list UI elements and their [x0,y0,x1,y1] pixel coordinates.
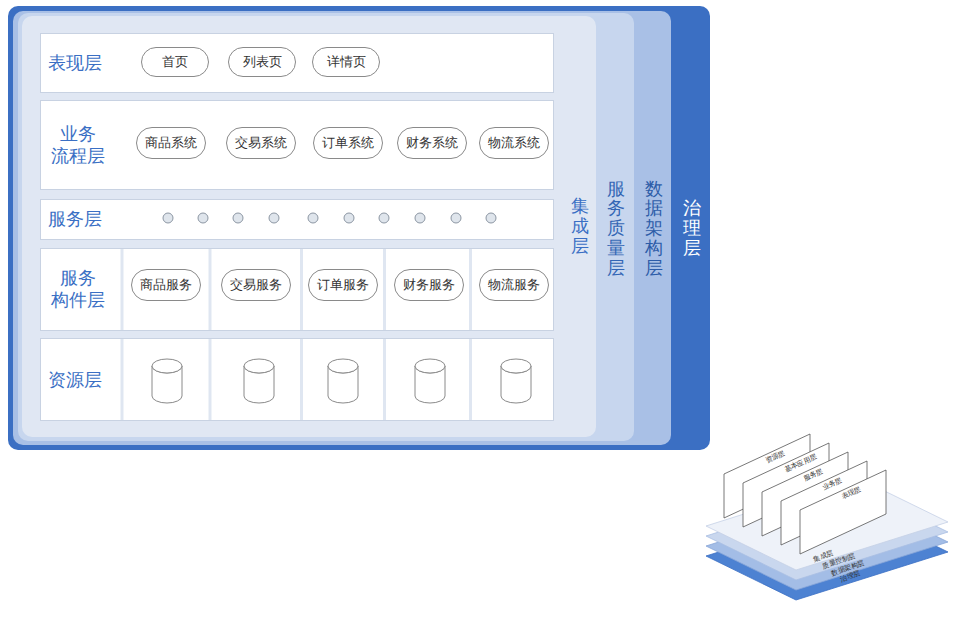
component-pill: 物流系统 [479,127,549,159]
pill-label: 财务服务 [403,277,455,293]
service-dot [163,213,173,223]
layer-label: 集成层 [571,196,589,255]
database-icon [328,359,358,403]
cell-separator [121,339,124,420]
row-label: 资源层 [48,369,102,392]
cylinder-top [501,359,531,373]
cell-separator [209,339,212,420]
cylinder-body [415,366,445,403]
pill-label: 交易服务 [230,277,282,293]
component-pill: 商品服务 [131,269,201,301]
illustration-plane [706,498,948,590]
cell-separator [383,249,386,330]
cylinder-top [415,359,445,373]
cell-separator [209,249,212,330]
layer-label: 治理层 [683,198,701,257]
pill-label: 财务系统 [406,135,458,151]
pill-label: 商品服务 [140,277,192,293]
component-pill: 订单系统 [313,127,383,159]
cell-separator [469,249,472,330]
layer-label: 服务质量层 [607,179,625,278]
layer-band: 数据架构层服务质量层集成层表现层首页列表页详情页业务 流程层商品系统交易系统订单… [13,11,671,445]
component-pill: 订单服务 [308,269,378,301]
service-dot [415,213,425,223]
pill-label: 列表页 [243,54,282,70]
illustration-panel [800,470,886,554]
cell-separator [300,249,303,330]
layer-row-box: 资源层 [40,338,554,421]
row-label: 服务 构件层 [50,267,106,312]
database-icon [415,359,445,403]
service-dot [451,213,461,223]
database-icons [152,359,531,403]
row-label: 表现层 [48,52,102,75]
service-dot [344,213,354,223]
cylinder-top [152,359,182,373]
cylinder-body [152,366,182,403]
pill-label: 商品系统 [145,135,197,151]
component-pill: 财务服务 [394,269,464,301]
cylinder-body [328,366,358,403]
service-dots [163,213,496,223]
pill-label: 订单系统 [322,135,374,151]
cylinder-body [501,366,531,403]
layer-row-box: 表现层 首页 列表页 详情页 [40,33,554,93]
illustration-label: 服务层 [802,468,824,484]
database-icon [152,359,182,403]
component-pill: 列表页 [228,47,296,77]
illustration-panel [743,443,829,527]
illustration-panel [724,434,810,518]
component-pill: 详情页 [312,47,380,77]
layer-band: 服务质量层集成层 表现层 首页 列表页 详情页业务 流程层 商品系统 交易系统 订单系统 财务系… [18,13,634,441]
service-dot [486,213,496,223]
cell-separator [469,339,472,420]
database-icon [244,359,274,403]
cell-separator [383,339,386,420]
service-dot [233,213,243,223]
cylinder-top [328,359,358,373]
cell-separator [300,339,303,420]
component-pill: 商品系统 [136,127,206,159]
layer-row-box: 服务 构件层 商品服务 交易服务 订单服务 财务服务 物流服务 [40,248,554,331]
cylinder-body [244,366,274,403]
pill-label: 首页 [162,54,188,70]
cylinder-top [244,359,274,373]
illustration-label: 表现层 [840,486,862,502]
component-pill: 交易服务 [221,269,291,301]
layer-illustration [706,434,948,600]
row-label: 业务 流程层 [50,123,106,168]
layer-row-box: 服务层 [40,199,554,240]
illustration-plane [706,488,948,580]
pill-label: 物流系统 [488,135,540,151]
component-pill: 物流服务 [479,269,549,301]
service-dot [308,213,318,223]
illustration-panel [762,452,848,536]
pill-label: 详情页 [327,54,366,70]
database-icon [501,359,531,403]
illustration-label: 业务层 [821,477,843,493]
pill-label: 订单服务 [317,277,369,293]
service-dot [379,213,389,223]
layer-band: 治理层 数据架构层 服务质量层集成层 表现层 首页 列表页 详情页业务 流程层 商品系统 交易系… [8,6,710,450]
layer-label: 数据架构层 [645,179,663,278]
row-label: 服务层 [48,208,102,231]
cell-separator [121,249,124,330]
component-pill: 交易系统 [226,127,296,159]
layer-row-box: 业务 流程层 商品系统 交易系统 订单系统 财务系统 物流系统 [40,100,554,190]
illustration-plane [706,478,948,570]
component-pill: 首页 [141,47,209,77]
illustration-label: 资源层 [764,450,786,466]
component-pill: 财务系统 [397,127,467,159]
pill-label: 物流服务 [488,277,540,293]
layer-band: 集成层 表现层 首页 列表页 详情页业务 流程层 商品系统 交易系统 订单系统 财务系统 物流系统… [22,16,596,437]
illustration-panel [781,461,867,545]
illustration-plane [706,508,948,600]
service-dot [269,213,279,223]
cell-separators [122,249,471,420]
service-dot [198,213,208,223]
pill-label: 交易系统 [235,135,287,151]
